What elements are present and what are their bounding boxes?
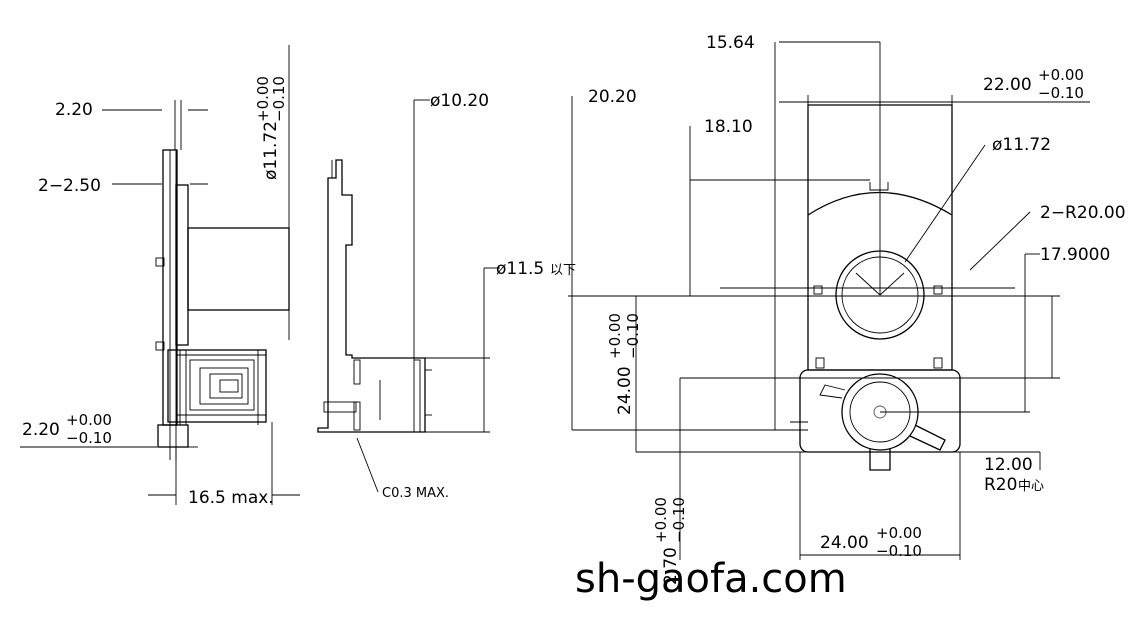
dim-24-00-horiz-tol-plus: +0.00: [876, 524, 922, 542]
dim-dia-11-5-suffix: 以下: [550, 263, 576, 278]
dim-r20-center: R20: [984, 475, 1017, 495]
dim-dia-11-72-side-tol-plus: +0.00: [254, 76, 272, 122]
watermark: sh-gaofa.com: [575, 556, 847, 602]
dim-20-20: 20.20: [588, 87, 637, 107]
dim-dia-11-72-side-tol-minus: −0.10: [270, 76, 288, 122]
dim-24-00-vert-tol-minus: −0.10: [624, 313, 642, 359]
dim-15-64: 15.64: [706, 33, 755, 53]
dim-c0-3: C0.3 MAX.: [382, 486, 449, 501]
dim-24-00-vert-tol-plus: +0.00: [606, 313, 624, 359]
dim-12-00: 12.00: [984, 455, 1033, 475]
dim-dia-11-72-front: ø11.72: [992, 135, 1051, 155]
dim-17-9000: 17.9000: [1040, 245, 1110, 265]
profile-view-middle: [317, 99, 500, 493]
dim-2-r20: 2−R20.00: [1040, 203, 1126, 223]
side-view-left: [20, 45, 300, 505]
dim-22-00-tol-plus: +0.00: [1038, 66, 1084, 84]
dim-24-00-horiz-tol-minus: −0.10: [876, 542, 922, 560]
dim-x-70: 2.70: [661, 547, 681, 585]
dim-dia-11-72-side: ø11.72: [261, 121, 281, 180]
dim-22-00-tol-minus: −0.10: [1038, 84, 1084, 102]
dim-22-00: 22.00: [983, 75, 1032, 95]
dim-2-2-50: 2−2.50: [38, 176, 101, 196]
front-view-right: [568, 41, 1090, 560]
dim-2-20-top: 2.20: [55, 100, 93, 120]
dim-x-70-tol-minus: −0.10: [670, 497, 688, 543]
dim-dia-11-5: ø11.5: [496, 259, 544, 279]
dim-18-10: 18.10: [704, 117, 753, 137]
dim-16-5-max: 16.5 max.: [188, 488, 274, 508]
dim-2-20-bottom-tol-minus: −0.10: [66, 429, 112, 447]
dim-2-20-bottom-tol-plus: +0.00: [66, 411, 112, 429]
dim-2-20-bottom: 2.20: [22, 420, 60, 440]
dim-dia-10-20: ø10.20: [430, 91, 489, 111]
dim-x-70-tol-plus: +0.00: [652, 497, 670, 543]
dim-r20-center-suffix: 中心: [1018, 479, 1044, 494]
dim-24-00-horiz: 24.00: [820, 533, 869, 553]
dim-24-00-vert: 24.00: [615, 366, 635, 415]
